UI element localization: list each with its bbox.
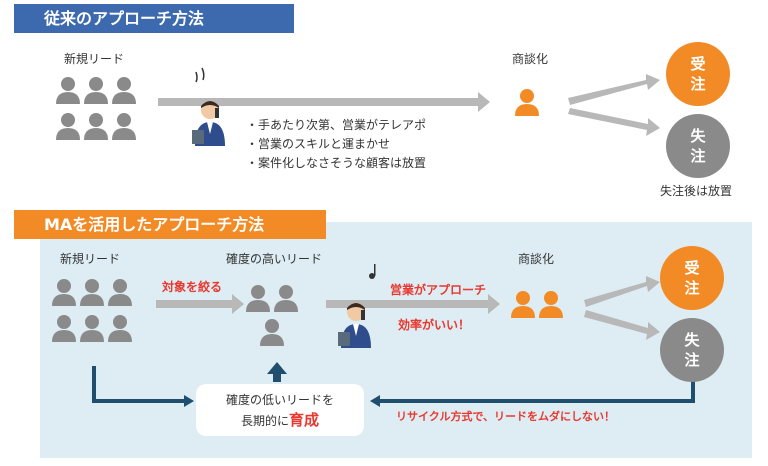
section2-header: MAを活用したアプローチ方法	[14, 210, 326, 239]
section2-deal-persons-icon	[511, 291, 563, 318]
nurture-line2: 長期的に育成	[196, 410, 364, 431]
loop-line-right	[380, 378, 695, 403]
lost-label: 失注	[684, 331, 700, 369]
section1-leads-icon-group	[56, 77, 136, 140]
loop-arrow-left-head	[184, 395, 194, 407]
section1-lost-circle: 失注	[666, 114, 730, 178]
music-note-icon	[369, 264, 376, 279]
sales-approach-label: 営業がアプローチ	[390, 283, 487, 297]
section2-salesman-icon	[338, 303, 371, 348]
section1-arrow-to-lost	[568, 108, 660, 136]
section2-lost-circle: 失注	[660, 318, 724, 382]
nurture-up-arrow	[267, 362, 287, 382]
filter-arrow	[156, 294, 244, 314]
filter-label: 対象を絞る	[162, 280, 223, 294]
sweat-icon	[195, 67, 205, 83]
nurture-prefix: 長期的に	[240, 414, 289, 428]
bullet-item: ・手あたり次第、営業がテレアポ	[246, 118, 427, 132]
section1-deal-person-icon	[515, 89, 539, 116]
section2-panel	[40, 222, 752, 458]
nurture-emphasis: 育成	[289, 411, 320, 429]
section1-bullet-list: ・手あたり次第、営業がテレアポ ・営業のスキルと運まかせ ・案件化しなさそうな顧…	[246, 116, 426, 173]
section1-deal-label: 商談化	[512, 52, 549, 66]
bullet-item: ・案件化しなさそうな顧客は放置	[246, 156, 427, 170]
section1-lost-note: 失注後は放置	[660, 184, 733, 198]
sales-arrow	[326, 294, 500, 314]
loop-arrow-right-head	[370, 395, 380, 407]
section2-hot-leads-label: 確度の高いリード	[226, 252, 323, 266]
section1-diagram	[56, 67, 660, 146]
nurture-line1: 確度の低いリードを	[225, 393, 334, 407]
section2-won-circle: 受注	[660, 246, 724, 310]
section1-won-circle: 受注	[666, 42, 730, 106]
loop-line-left	[92, 366, 184, 403]
efficiency-label: 効率がいい！	[398, 318, 471, 332]
section1-arrow-to-won	[568, 74, 660, 105]
section2-deal-label: 商談化	[518, 252, 555, 266]
bullet-item: ・営業のスキルと運まかせ	[246, 137, 391, 151]
section2-arrow-to-won	[584, 276, 660, 307]
section1-long-arrow	[158, 92, 490, 112]
section2-leads-icon-group	[52, 279, 132, 342]
section1-salesman-icon	[192, 101, 225, 146]
nurture-box: 確度の低いリードを 長期的に育成	[196, 384, 364, 436]
recycle-label: リサイクル方式で、リードをムダにしない！	[396, 410, 616, 423]
section2-arrow-to-lost	[584, 310, 660, 340]
lost-label: 失注	[690, 127, 706, 165]
hot-leads-icon-group	[246, 285, 298, 346]
section2-diagram	[52, 264, 695, 407]
won-label: 受注	[684, 259, 700, 297]
won-label: 受注	[690, 55, 706, 93]
section1-header: 従来のアプローチ方法	[14, 4, 294, 33]
section2-new-leads-label: 新規リード	[60, 252, 121, 266]
section1-new-leads-label: 新規リード	[64, 52, 125, 66]
